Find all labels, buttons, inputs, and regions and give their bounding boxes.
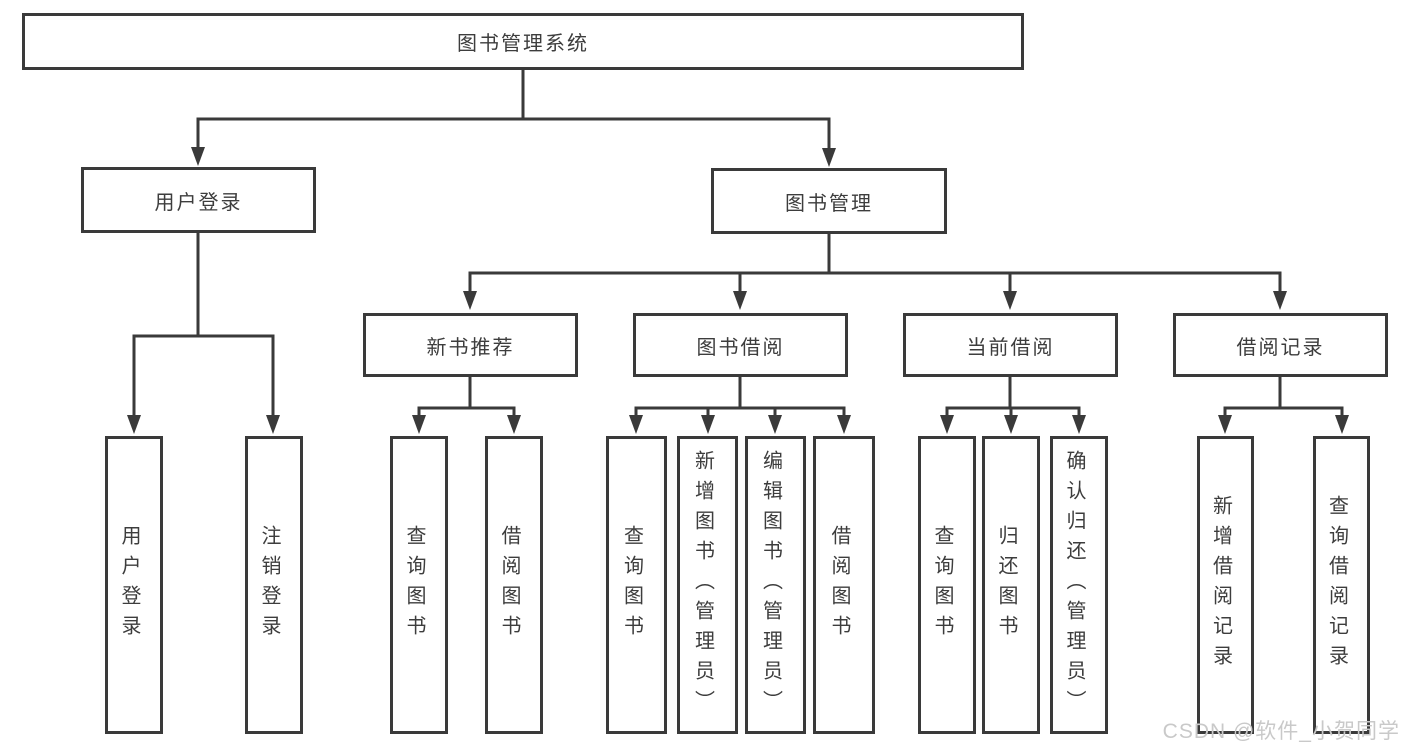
leaf-add-books-admin: 新增图书（管理员） bbox=[677, 436, 738, 734]
leaf-user-login: 用户登录 bbox=[105, 436, 163, 734]
arrow-down-icon bbox=[940, 415, 954, 434]
node-book-borrow-label: 图书借阅 bbox=[696, 336, 785, 359]
node-user-login: 用户登录 bbox=[81, 167, 316, 233]
leaf-logout-label: 注销登录 bbox=[258, 525, 280, 645]
leaf-query-borrow-record: 查询借阅记录 bbox=[1313, 436, 1370, 734]
arrow-down-icon bbox=[701, 415, 715, 434]
leaf-borrow-books-label: 借阅图书 bbox=[828, 525, 850, 645]
node-user-login-label: 用户登录 bbox=[154, 191, 243, 214]
node-new-book-recommend-label: 新书推荐 bbox=[426, 336, 515, 359]
leaf-recommend-borrow-books: 借阅图书 bbox=[485, 436, 543, 734]
node-borrow-records: 借阅记录 bbox=[1173, 313, 1388, 377]
leaf-confirm-return-admin-label: 确认归还（管理员） bbox=[1063, 450, 1085, 720]
node-book-management: 图书管理 bbox=[711, 168, 947, 234]
arrow-down-icon bbox=[1003, 291, 1017, 310]
csdn-watermark: CSDN @软件_小贺同学 bbox=[1162, 720, 1400, 743]
leaf-return-books: 归还图书 bbox=[982, 436, 1040, 734]
leaf-add-books-admin-label: 新增图书（管理员） bbox=[691, 450, 714, 720]
node-new-book-recommend: 新书推荐 bbox=[363, 313, 578, 377]
arrow-down-icon bbox=[1218, 415, 1232, 434]
node-root-label: 图书管理系统 bbox=[457, 33, 589, 55]
connector-management-to-sections bbox=[468, 233, 1282, 294]
leaf-recommend-query-books: 查询图书 bbox=[390, 436, 448, 734]
node-borrow-records-label: 借阅记录 bbox=[1236, 336, 1325, 359]
node-book-borrow: 图书借阅 bbox=[633, 313, 848, 377]
node-current-borrow-label: 当前借阅 bbox=[966, 336, 1055, 359]
arrow-down-icon bbox=[768, 415, 782, 434]
arrow-down-icon bbox=[507, 415, 521, 434]
connector-login-to-children bbox=[132, 232, 275, 418]
connector-section0-to-children bbox=[417, 376, 516, 418]
leaf-recommend-query-books-label: 查询图书 bbox=[403, 525, 425, 645]
leaf-borrow-query-books: 查询图书 bbox=[606, 436, 667, 734]
arrow-down-icon bbox=[1072, 415, 1086, 434]
arrow-down-icon bbox=[1335, 415, 1349, 434]
arrow-down-icon bbox=[837, 415, 851, 434]
leaf-borrow-books: 借阅图书 bbox=[813, 436, 875, 734]
leaf-current-query-books: 查询图书 bbox=[918, 436, 976, 734]
node-book-management-label: 图书管理 bbox=[785, 192, 873, 215]
leaf-add-borrow-record-label: 新增借阅记录 bbox=[1209, 495, 1232, 675]
arrow-down-icon bbox=[1273, 291, 1287, 310]
leaf-logout: 注销登录 bbox=[245, 436, 303, 734]
leaf-return-books-label: 归还图书 bbox=[995, 525, 1017, 645]
leaf-confirm-return-admin: 确认归还（管理员） bbox=[1050, 436, 1108, 734]
leaf-query-borrow-record-label: 查询借阅记录 bbox=[1325, 495, 1348, 675]
leaf-add-borrow-record: 新增借阅记录 bbox=[1197, 436, 1254, 734]
arrow-down-icon bbox=[412, 415, 426, 434]
arrow-down-icon bbox=[463, 291, 477, 310]
node-current-borrow: 当前借阅 bbox=[903, 313, 1118, 377]
leaf-edit-books-admin: 编辑图书（管理员） bbox=[745, 436, 806, 734]
arrow-down-icon bbox=[629, 415, 643, 434]
arrow-down-icon bbox=[266, 415, 280, 434]
connector-section2-to-children bbox=[945, 376, 1081, 418]
arrow-down-icon bbox=[191, 147, 205, 166]
leaf-edit-books-admin-label: 编辑图书（管理员） bbox=[759, 450, 782, 720]
connector-root-to-level2 bbox=[196, 69, 831, 150]
leaf-recommend-borrow-books-label: 借阅图书 bbox=[498, 525, 520, 645]
arrow-down-icon bbox=[1004, 415, 1018, 434]
arrow-down-icon bbox=[822, 148, 836, 167]
connector-section3-to-children bbox=[1223, 376, 1344, 418]
leaf-borrow-query-books-label: 查询图书 bbox=[620, 525, 643, 645]
leaf-current-query-books-label: 查询图书 bbox=[931, 525, 953, 645]
arrow-down-icon bbox=[733, 291, 747, 310]
node-root: 图书管理系统 bbox=[22, 13, 1024, 70]
arrow-down-icon bbox=[127, 415, 141, 434]
leaf-user-login-label: 用户登录 bbox=[118, 525, 140, 645]
connector-section1-to-children bbox=[634, 376, 846, 418]
